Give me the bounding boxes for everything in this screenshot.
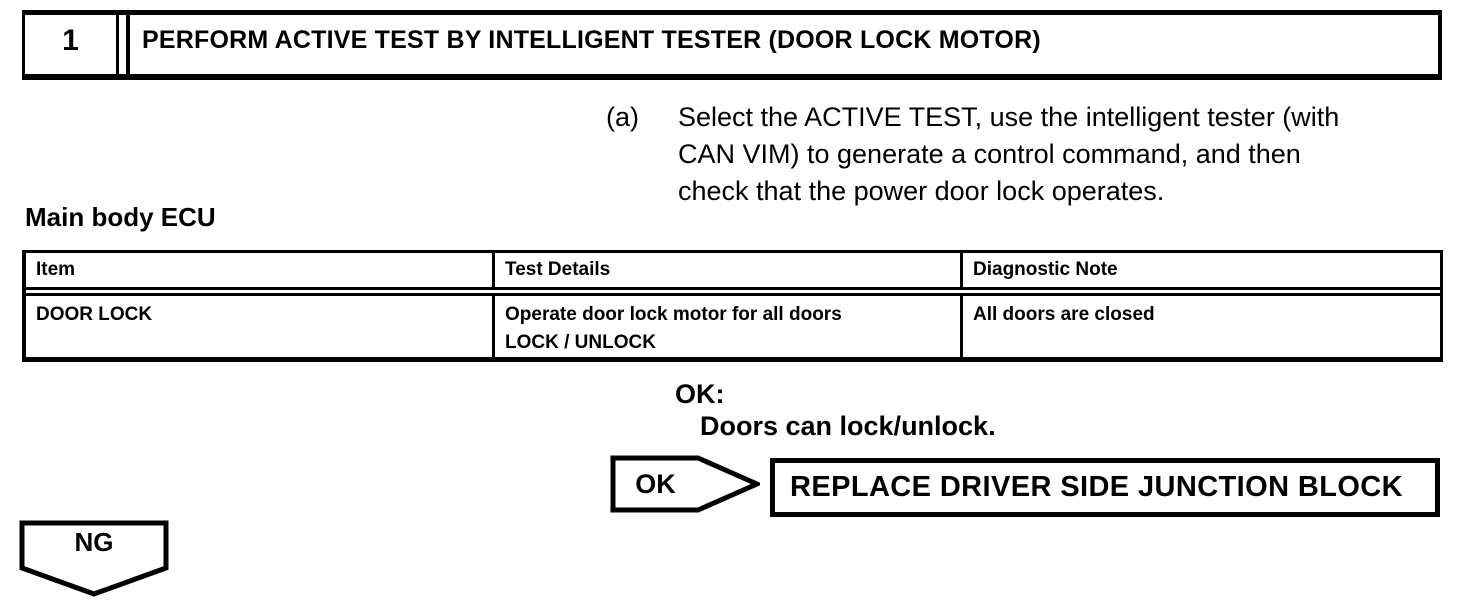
instruction-label: (a) bbox=[606, 102, 639, 132]
ok-arrow-shape bbox=[610, 455, 760, 513]
ok-condition-text: Doors can lock/unlock. bbox=[700, 411, 996, 441]
cell-diagnostic-note: All doors are closed bbox=[973, 304, 1155, 325]
ok-arrow-label: OK bbox=[635, 468, 676, 499]
instruction-line: CAN VIM) to generate a control command, … bbox=[678, 139, 1301, 169]
ok-condition-label: OK: bbox=[675, 379, 725, 409]
step-header: 1 PERFORM ACTIVE TEST BY INTELLIGENT TES… bbox=[22, 10, 1442, 80]
step-header-divider-gap bbox=[119, 15, 126, 74]
test-details-line: LOCK / UNLOCK bbox=[505, 332, 656, 353]
cell-item: DOOR LOCK bbox=[26, 296, 495, 357]
ng-arrow-polygon bbox=[19, 520, 169, 597]
section-heading: Main body ECU bbox=[25, 202, 216, 232]
ok-action-box: REPLACE DRIVER SIDE JUNCTION BLOCK bbox=[770, 458, 1440, 517]
table-row: DOOR LOCK Operate door lock motor for al… bbox=[26, 296, 1440, 357]
ng-arrow-shape bbox=[19, 520, 169, 597]
instruction-line: check that the power door lock operates. bbox=[678, 176, 1165, 206]
test-table: Item Test Details Diagnostic Note DOOR L… bbox=[22, 250, 1443, 362]
column-header-item: Item bbox=[26, 253, 495, 287]
table-header-separator bbox=[26, 287, 1440, 296]
instruction-text: Select the ACTIVE TEST, use the intellig… bbox=[678, 99, 1339, 210]
step-number: 1 bbox=[25, 15, 119, 74]
ok-action-text: REPLACE DRIVER SIDE JUNCTION BLOCK bbox=[790, 471, 1403, 503]
cell-test-details: Operate door lock motor for all doors LO… bbox=[495, 296, 963, 357]
column-header-diagnostic-note: Diagnostic Note bbox=[973, 259, 1118, 280]
ng-arrow-label: NG bbox=[74, 527, 114, 557]
test-details-line: Operate door lock motor for all doors bbox=[505, 304, 842, 325]
instruction-line: Select the ACTIVE TEST, use the intellig… bbox=[678, 102, 1340, 132]
column-header-test-details: Test Details bbox=[495, 253, 963, 287]
ok-arrow-polygon bbox=[610, 455, 760, 513]
step-title: PERFORM ACTIVE TEST BY INTELLIGENT TESTE… bbox=[126, 15, 1438, 74]
table-header-row: Item Test Details Diagnostic Note bbox=[26, 253, 1440, 287]
instruction-paragraph: (a) Select the ACTIVE TEST, use the inte… bbox=[606, 99, 1339, 210]
